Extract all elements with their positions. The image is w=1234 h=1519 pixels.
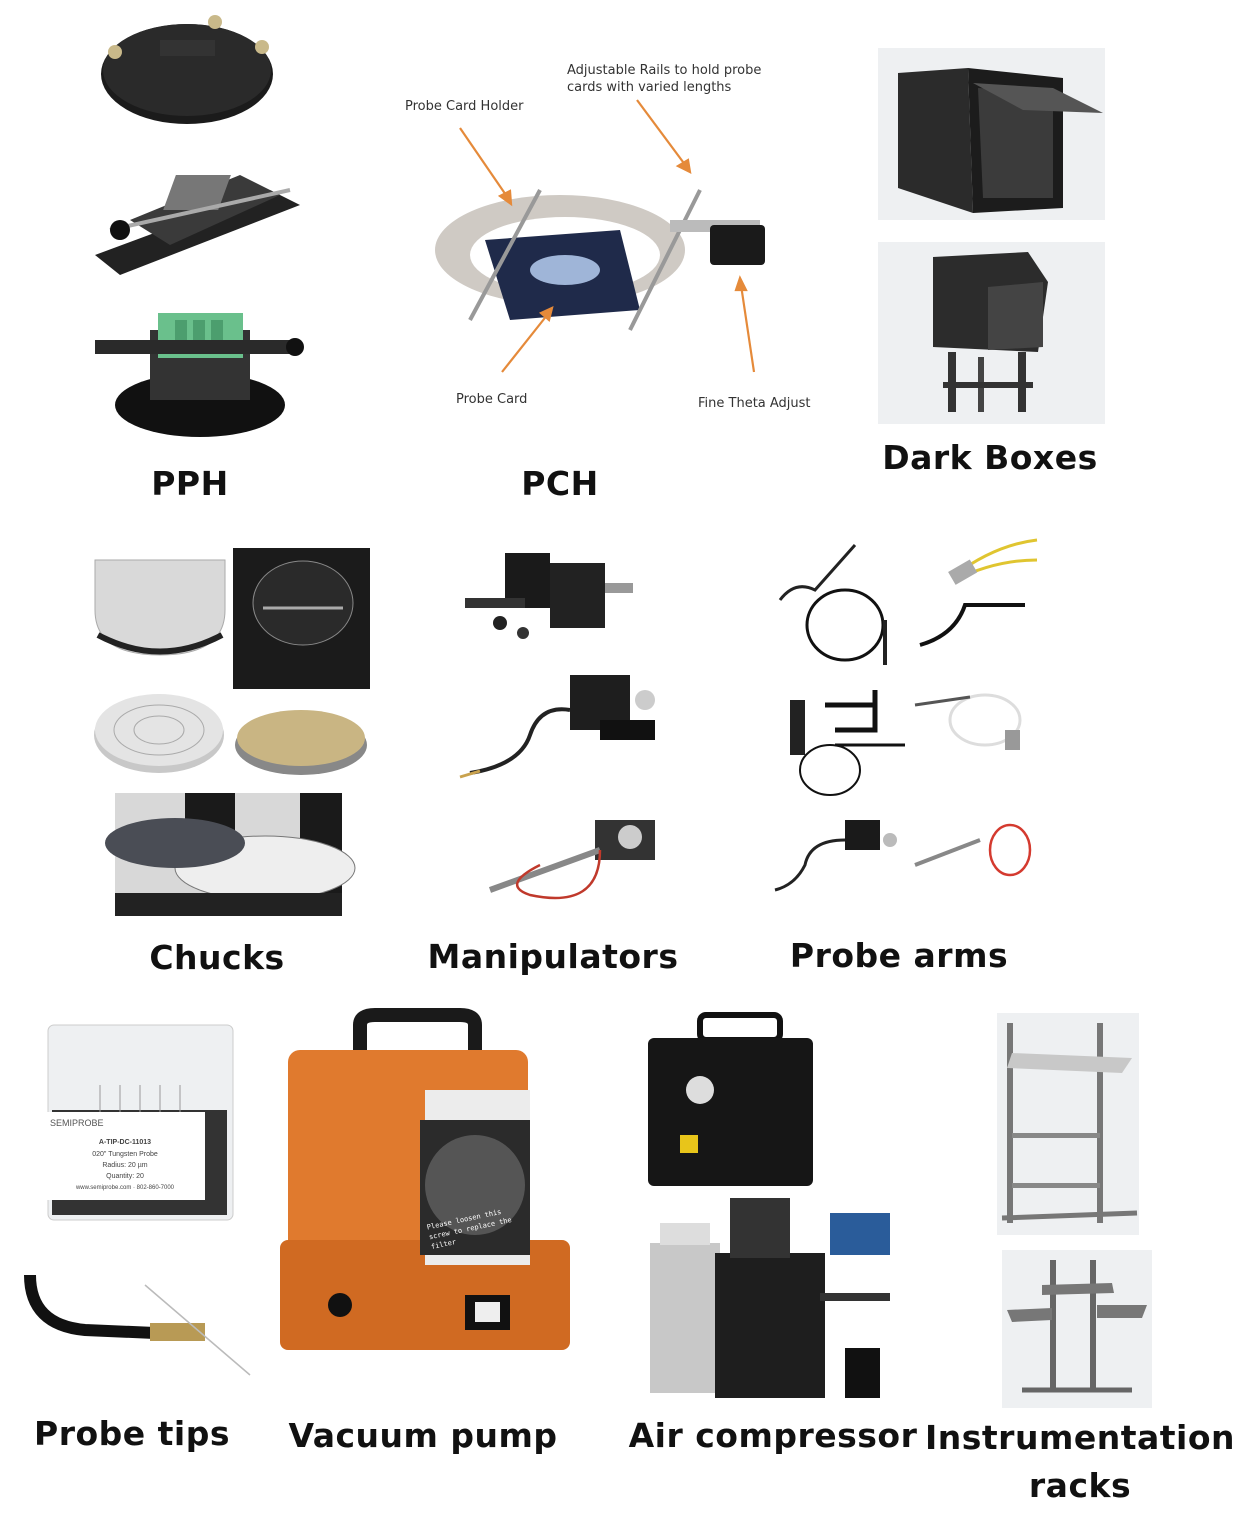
pph-stage-image — [95, 175, 300, 275]
dark-box-open-image — [878, 48, 1105, 220]
pch-arrows — [459, 99, 756, 373]
pch-label: PCH — [521, 464, 599, 503]
probe-arm-red-coil-image — [914, 823, 1032, 877]
probe-arms-label: Probe arms — [789, 936, 1009, 975]
rack-tall-image — [997, 1013, 1139, 1235]
dark-box-stand-image — [878, 242, 1105, 424]
probe-arm-black-coil-image — [778, 544, 887, 665]
annotation-line: cards with varied lengths — [567, 80, 732, 95]
annotation-fine-theta-adjust: Fine Theta Adjust — [698, 396, 811, 411]
arrow-holder — [459, 127, 509, 199]
vacuum-pump-image — [280, 1008, 570, 1350]
probe-tips-label: Probe tips — [34, 1414, 230, 1453]
chuck-dark-image — [233, 548, 370, 689]
probe-arm-mini-stage-image — [774, 820, 897, 892]
arrow-rails — [636, 99, 687, 167]
arrow-card — [501, 313, 549, 373]
probe-station-system-image — [650, 1198, 890, 1398]
probe-arm-yellow-image — [919, 538, 1038, 647]
probe-tip-card: SEMIPROBE A-TIP-DC-11013 020" Tungsten P… — [45, 1112, 205, 1200]
chuck-wafer-image — [105, 793, 356, 916]
vacuum-pump-label: Vacuum pump — [288, 1416, 558, 1455]
instrumentation-racks-label-line1: Instrumentation — [924, 1418, 1234, 1457]
card-contact: www.semiprobe.com · 802-860-7000 — [75, 1185, 175, 1191]
air-compressor-label: Air compressor — [628, 1416, 918, 1455]
chucks-label: Chucks — [149, 938, 285, 977]
card-part-number: A-TIP-DC-11013 — [98, 1139, 152, 1146]
card-brand: SEMIPROBE — [50, 1118, 104, 1128]
probe-tip-needle-image — [24, 1274, 251, 1376]
pph-label: PPH — [151, 464, 229, 503]
manipulator-red-cable-image — [488, 820, 655, 900]
rack-multi-shelf-image — [1002, 1250, 1152, 1408]
manipulators-label: Manipulators — [427, 937, 679, 976]
annotation-line: Adjustable Rails to hold probe — [567, 63, 762, 78]
chuck-d-shape-image — [94, 559, 226, 656]
annotation-adjustable-rails: Adjustable Rails to hold probe cards wit… — [567, 62, 761, 96]
pph-wafer-stage-image — [95, 313, 304, 437]
air-compressor-image — [648, 1012, 813, 1186]
annotation-probe-card: Probe Card — [456, 392, 528, 407]
probe-arm-bracket-image — [790, 690, 905, 796]
chuck-round-grooved-image — [94, 694, 224, 773]
dark-boxes-label: Dark Boxes — [882, 438, 1098, 477]
chuck-gold-image — [235, 710, 367, 775]
card-quantity: Quantity: 20 — [106, 1173, 144, 1180]
probe-arm-white-cable-image — [914, 693, 1022, 750]
card-description: 020" Tungsten Probe — [92, 1151, 158, 1158]
manipulator-cable-image — [459, 675, 655, 779]
arrow-theta — [739, 284, 756, 373]
pph-plate-image — [101, 15, 273, 124]
pch-image — [435, 189, 765, 331]
manipulator-pair-image — [465, 553, 633, 639]
annotation-probe-card-holder: Probe Card Holder — [405, 99, 524, 114]
card-radius: Radius: 20 µm — [102, 1162, 148, 1169]
instrumentation-racks-label-line2: racks — [1028, 1466, 1132, 1505]
